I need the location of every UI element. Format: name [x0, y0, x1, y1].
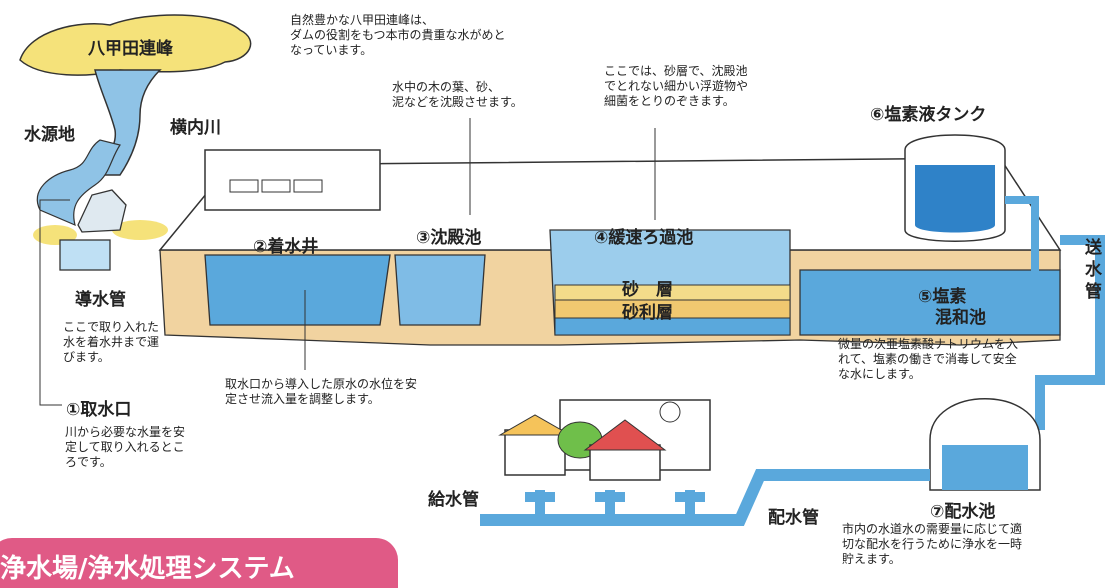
desc-chlorine: 微量の次亜塩素酸ナトリウムを入 れて、塩素の働きで消毒して安全 な水にします。 [838, 337, 1019, 381]
desc-filter: ここでは、砂層で、沈殿池 でとれない細かい浮遊物や 細菌をとりのぞきます。 [604, 64, 749, 108]
pointer-intake [39, 199, 70, 406]
desc-reservoir: 市内の水道水の需要量に応じて適 切な配水を行うために浄水を一時 貯えます。 [842, 522, 1023, 566]
desc-intake: 川から必要な水量を安 定して取り入れるとこ ろです。 [65, 425, 186, 469]
label-gravel-layer: 砂利層 [622, 303, 673, 323]
desc-settling: 水中の木の葉、砂、 泥などを沈殿させます。 [392, 80, 523, 109]
town-house-2 [589, 444, 661, 481]
receiving-well-basin [204, 254, 391, 326]
label-receiving-well: ②着水井 [253, 237, 319, 257]
label-chlorine-mixing-2: 混和池 [935, 308, 986, 328]
service-pipe-cross-3 [675, 490, 705, 520]
label-conduit: 導水管 [75, 290, 126, 310]
reservoir-water [942, 445, 1028, 490]
service-pipe-cross-2 [595, 490, 625, 520]
building-window-1 [229, 179, 259, 193]
label-transmission-3: 管 [1085, 282, 1102, 302]
clock-icon [659, 401, 681, 423]
label-transmission-1: 送 [1085, 238, 1102, 258]
label-river: 横内川 [170, 118, 221, 138]
label-slow-filter: ④緩速ろ過池 [594, 228, 694, 248]
banner-title: 浄水場/浄水処理システム [0, 554, 295, 584]
water-treatment-illustration [19, 14, 1105, 526]
town-house-1 [504, 429, 566, 476]
label-chlorine-mixing-1: ⑤塩素 [918, 287, 967, 307]
intake-box [59, 239, 111, 271]
label-source: 水源地 [24, 125, 75, 145]
building-window-3 [293, 179, 323, 193]
bush-right [112, 220, 168, 240]
label-intake: ①取水口 [66, 400, 132, 420]
label-transmission-2: 水 [1085, 260, 1102, 280]
town-roof-1 [498, 414, 572, 436]
desc-mountain: 自然豊かな八甲田連峰は、 ダムの役割をもつ本市の貴重な水がめと なっています。 [290, 13, 506, 57]
intake-hut [77, 189, 127, 233]
desc-receiving-well: 取水口から導入した原水の水位を安 定させ流入量を調整します。 [225, 377, 418, 406]
label-distribution-pipe: 配水管 [768, 508, 819, 528]
label-chlorine-tank: ⑥塩素液タンク [870, 105, 987, 125]
label-sand-layer: 砂 層 [622, 280, 673, 300]
chlorine-mixing-basin [799, 269, 1061, 336]
label-service-pipe: 給水管 [428, 490, 479, 510]
filter-bottom-water [554, 317, 791, 336]
transmission-pipe [1035, 235, 1105, 430]
chlorine-tank-liquid [915, 165, 995, 233]
desc-conduit: ここで取り入れた 水を着水井まで運 びます。 [63, 320, 160, 364]
building-window-2 [261, 179, 291, 193]
chlorine-feed-pipe [1005, 196, 1039, 280]
label-mountain: 八甲田連峰 [88, 39, 173, 59]
tree-trunk [82, 69, 162, 176]
settling-pond-basin [394, 254, 486, 326]
town-roof-2 [583, 419, 667, 451]
river [36, 139, 121, 227]
label-distribution-reservoir: ⑦配水池 [930, 502, 996, 522]
label-settling-pond: ③沈殿池 [416, 228, 482, 248]
service-pipe-cross-1 [525, 490, 555, 520]
